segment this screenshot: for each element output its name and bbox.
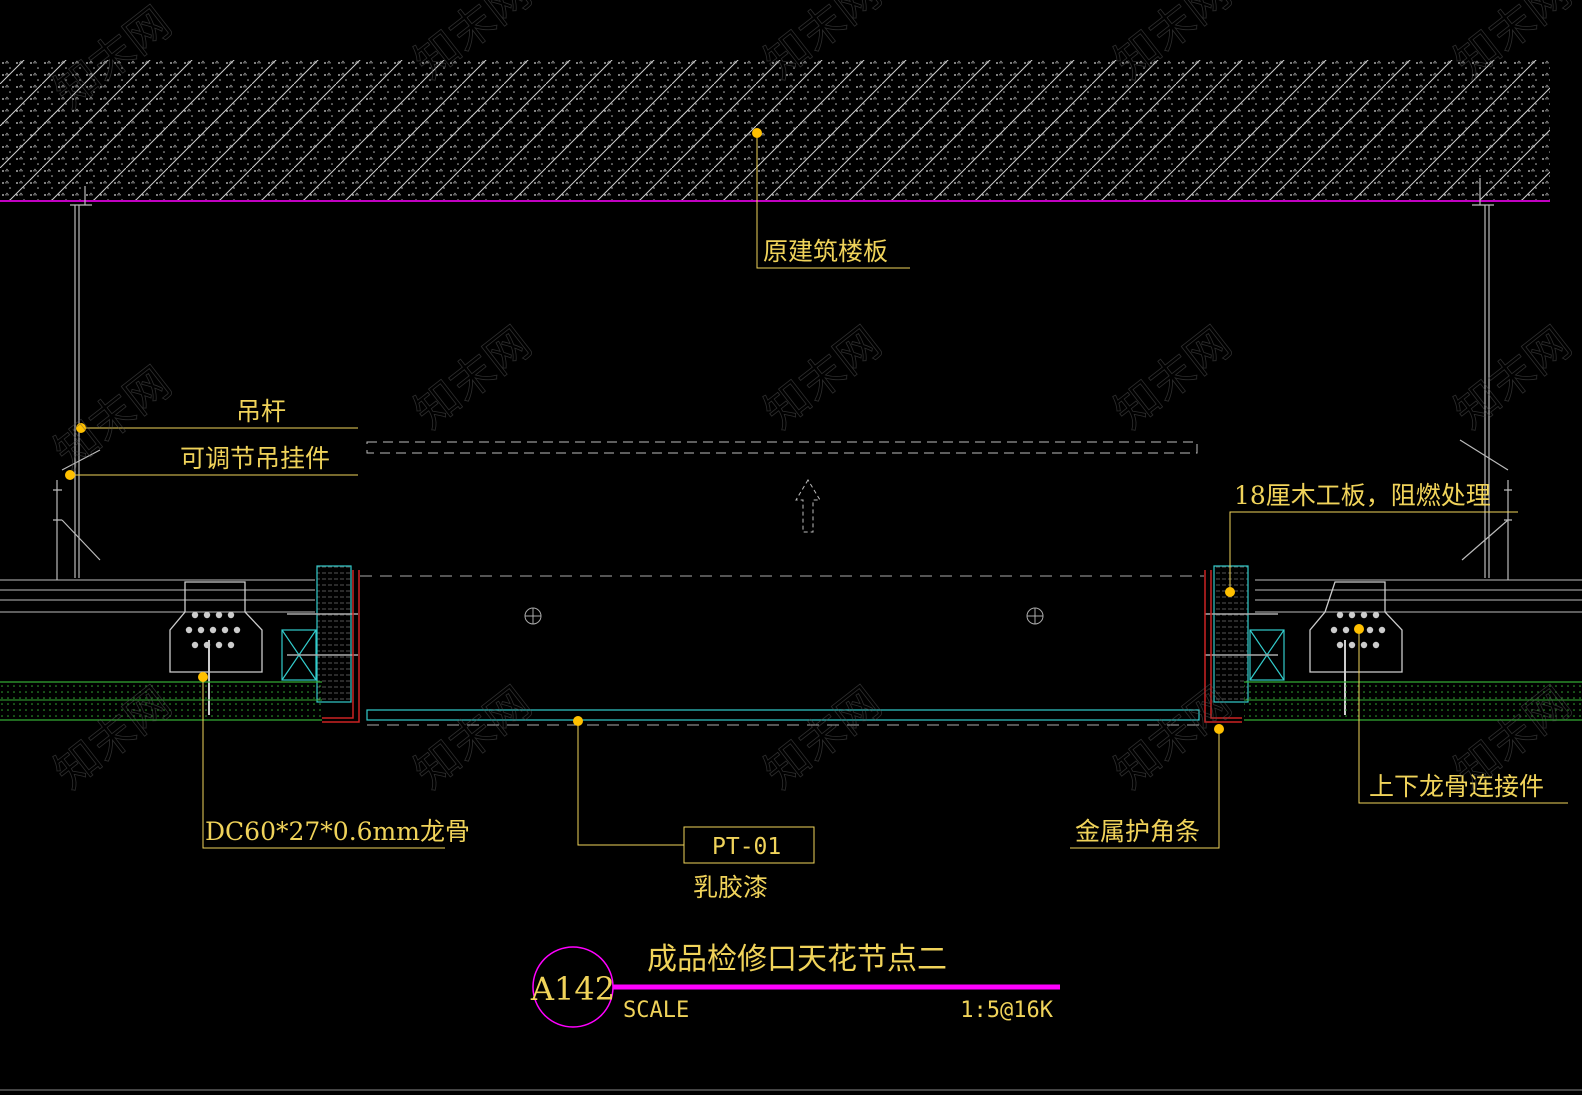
metal-corner-strips	[322, 570, 1242, 723]
label-adjustable-hanger: 可调节吊挂件	[180, 444, 330, 473]
scale-value: 1:5@16K	[960, 998, 1053, 1023]
watermark-logo: 知末网	[45, 357, 180, 478]
floor-slab	[0, 60, 1550, 202]
label-keel: DC60*27*0.6mm龙骨	[205, 817, 470, 846]
watermark-logo: 知末网	[405, 317, 540, 438]
keel-lines	[0, 579, 1582, 613]
access-panel	[360, 575, 1204, 726]
title-block: A142 成品检修口天花节点二 SCALE 1:5@16K	[530, 942, 1060, 1028]
scale-label: SCALE	[623, 998, 689, 1023]
label-paint-name: 乳胶漆	[693, 873, 768, 902]
leader-lines	[70, 133, 1568, 864]
watermark-logo: 知末网	[1105, 317, 1240, 438]
plywood-frames	[287, 565, 1278, 703]
label-plywood: 18厘木工板，阻燃处理	[1234, 481, 1491, 510]
access-panel-top-dashed	[366, 441, 1198, 454]
watermark-logo: 知末网	[405, 677, 540, 798]
drawing-title: 成品检修口天花节点二	[647, 942, 947, 977]
timber-blocks	[281, 629, 1285, 681]
label-corner-strip: 金属护角条	[1075, 817, 1200, 846]
hanger-rods	[53, 178, 1512, 580]
leader-dots	[65, 128, 1364, 734]
label-paint-code: PT-01	[712, 834, 781, 860]
watermark-logo: 知末网	[755, 317, 890, 438]
label-floor-slab: 原建筑楼板	[763, 237, 888, 266]
watermark-logo: 知末网	[1105, 677, 1240, 798]
watermark-logo: 知末网	[1445, 317, 1580, 438]
drawing-number: A142	[530, 970, 615, 1008]
watermark-logo: 知末网	[755, 677, 890, 798]
keel-profile-right	[1309, 581, 1403, 715]
label-hanger-rod: 吊杆	[236, 397, 286, 426]
gypsum-board	[0, 681, 1582, 721]
up-arrow-icon	[795, 479, 821, 533]
label-keel-connector: 上下龙骨连接件	[1369, 772, 1544, 801]
